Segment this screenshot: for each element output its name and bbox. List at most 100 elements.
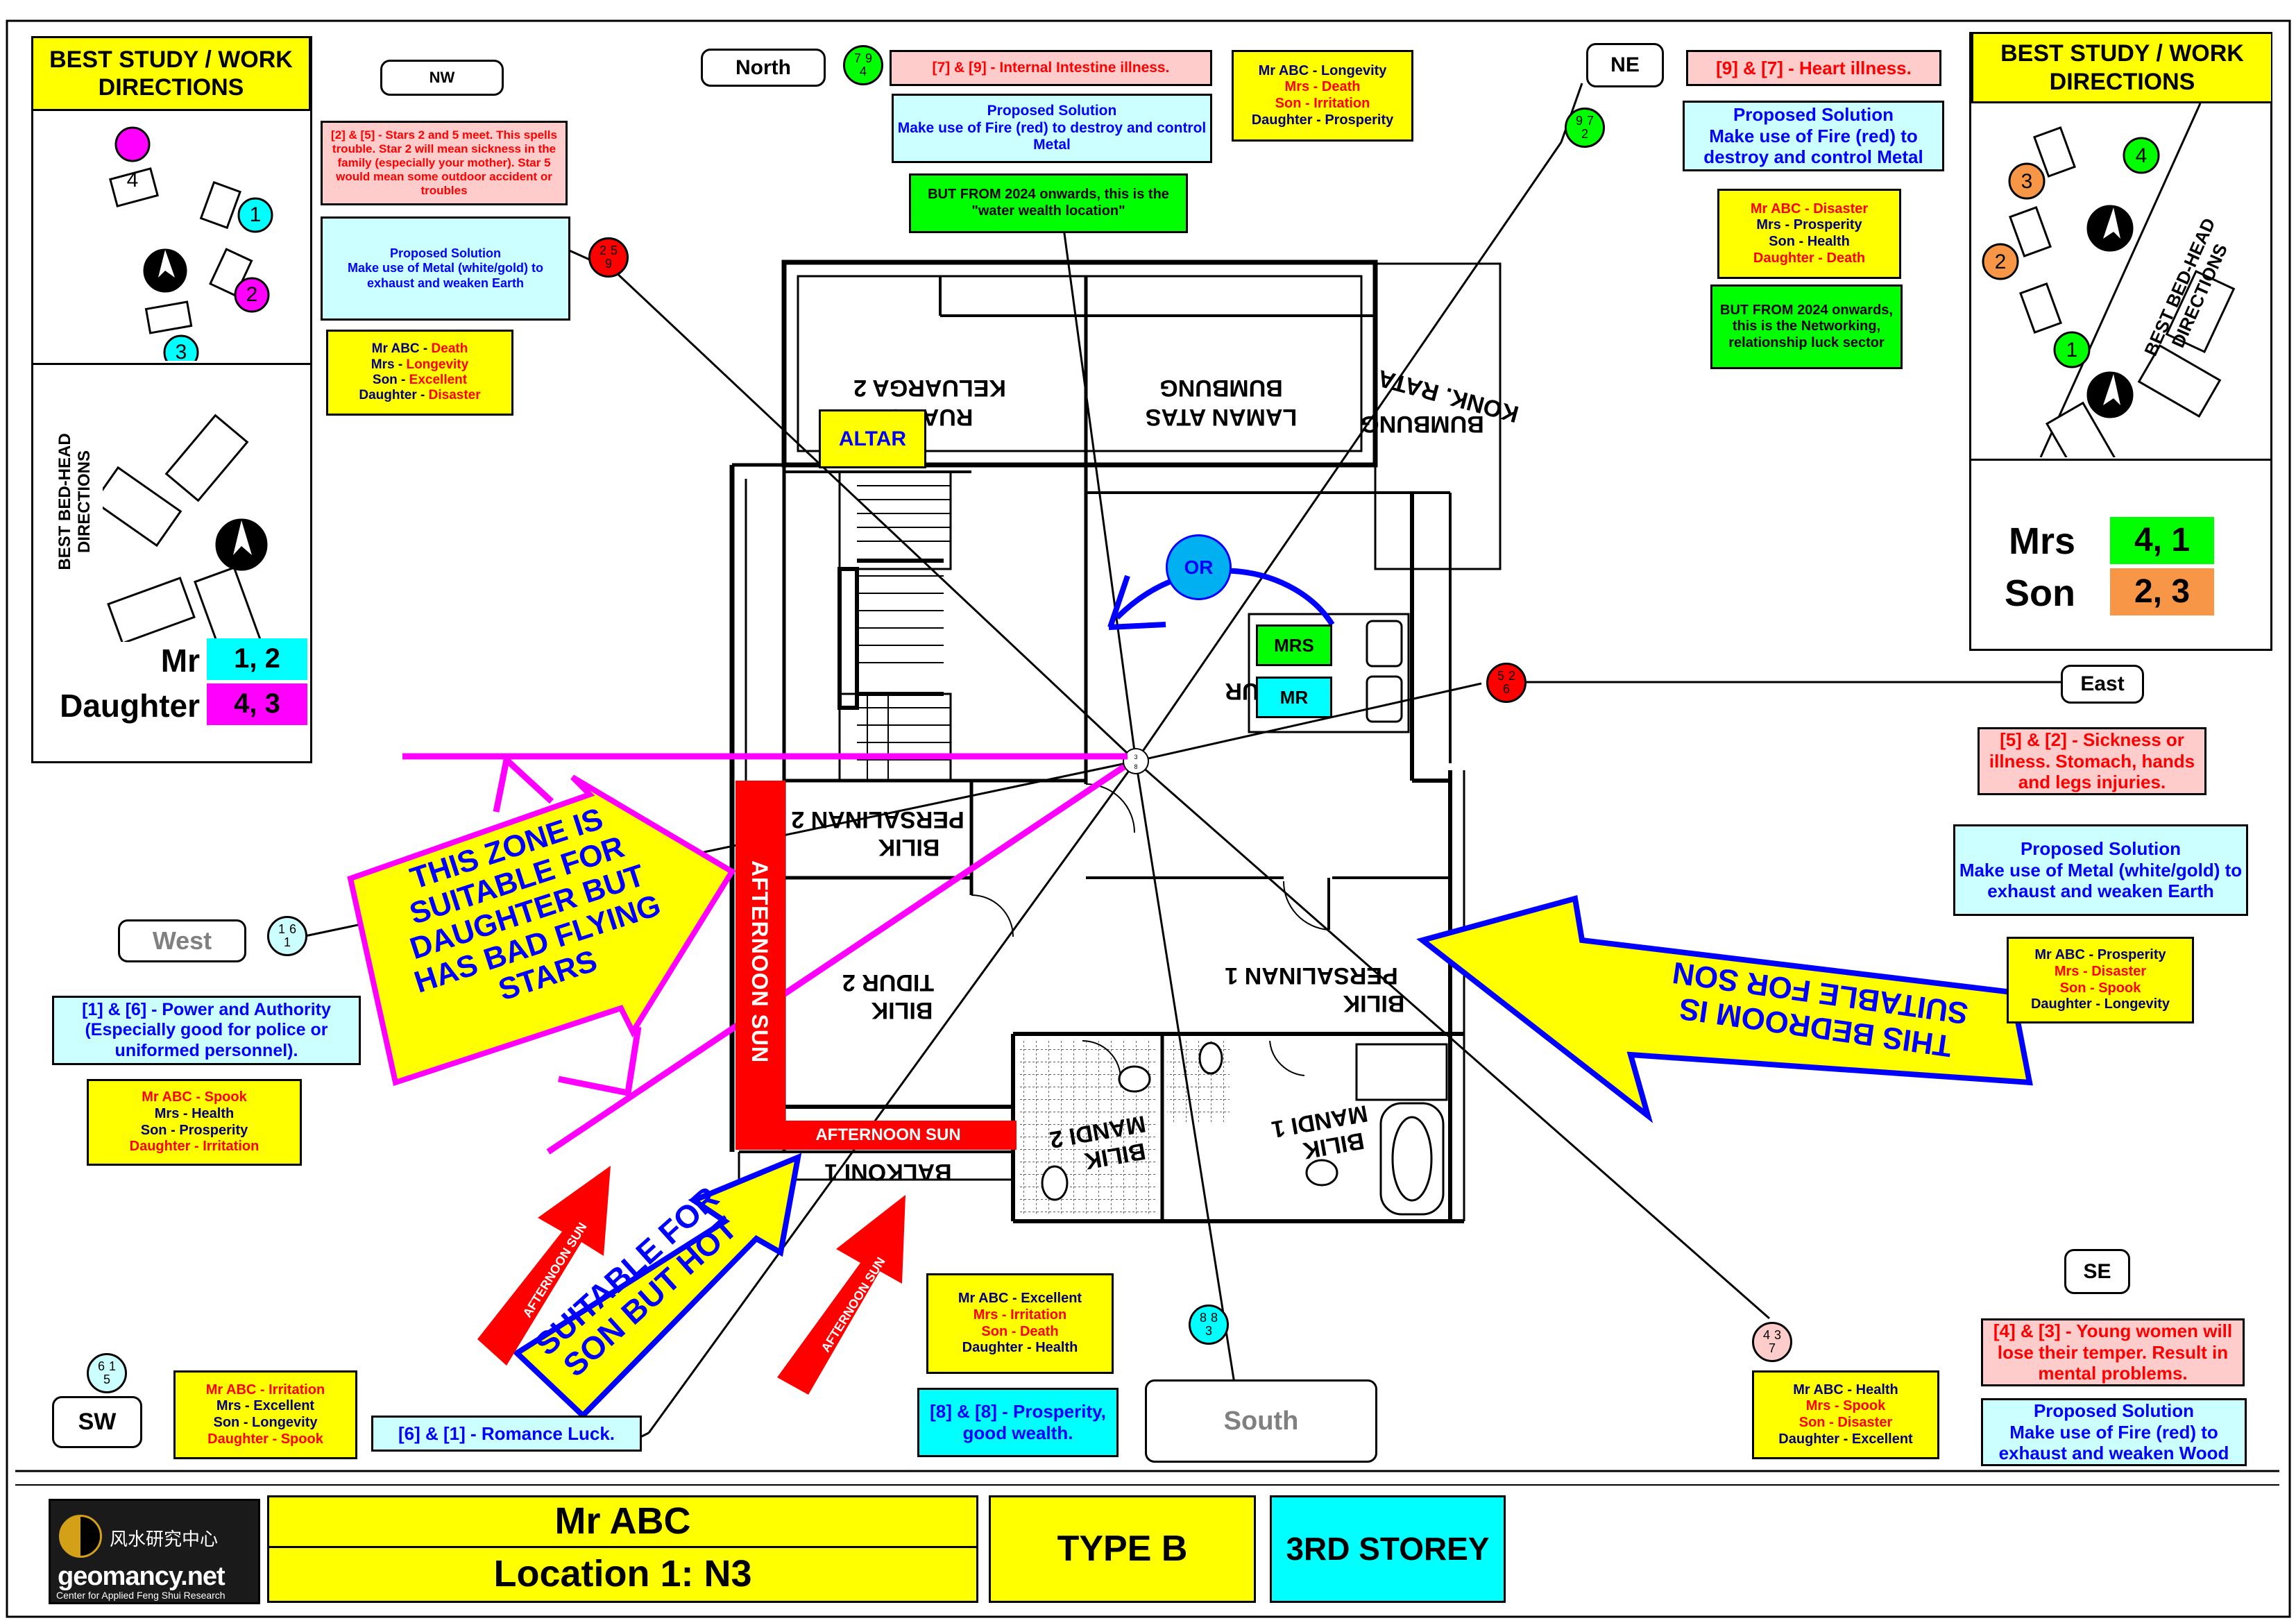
- se-f2-who: Mrs: [1805, 1398, 1831, 1414]
- red-sun-arrow-1: [477, 1166, 611, 1366]
- star-north-3: 4: [859, 65, 867, 78]
- west-f3-who: Son: [140, 1122, 167, 1138]
- nw-f4-who: Daughter: [359, 388, 417, 403]
- star-se-3: 7: [1768, 1341, 1776, 1355]
- nw-fortune: Mr ABC - Death Mrs - Longevity Son - Exc…: [326, 330, 513, 416]
- west-f2-what: Health: [192, 1105, 235, 1121]
- se-sol-body: Make use of Fire (red) to exhaust and we…: [1998, 1421, 2229, 1464]
- north-sol-body: Make use of Fire (red) to destroy and co…: [897, 119, 1207, 153]
- sw-f3-who: Son: [213, 1415, 240, 1430]
- nw-f1-who: Mr ABC: [371, 341, 420, 357]
- star-north-2: 9: [865, 51, 873, 66]
- south-f4-who: Daughter: [962, 1340, 1023, 1356]
- right-panel: BEST STUDY / WORK DIRECTIONS 3 4 2 1 BES…: [1969, 32, 2272, 651]
- east-f4-what: Longevity: [2104, 996, 2170, 1012]
- north-f1-who: Mr ABC: [1258, 62, 1309, 78]
- bathroom-fixtures: [1041, 1042, 1448, 1216]
- north-f4-what: Prosperity: [1325, 112, 1394, 128]
- ne-f4-who: Daughter: [1753, 250, 1814, 266]
- footer-location: Location 1: N3: [267, 1547, 978, 1603]
- right-study-diagram: [1982, 103, 2236, 457]
- south-f1-who: Mr ABC: [958, 1291, 1009, 1307]
- left-study-diagram: [109, 126, 273, 361]
- right-desk-num-3: 3: [2021, 170, 2033, 193]
- left-desk-num-3: 3: [175, 341, 187, 364]
- afternoon-sun-bar-h: [735, 1121, 1017, 1150]
- north-f4-who: Daughter: [1251, 112, 1313, 128]
- right-person1-name: Mrs: [2008, 520, 2075, 562]
- se-f4-who: Daughter: [1778, 1431, 1840, 1447]
- se-f2-what: Spook: [1843, 1398, 1886, 1414]
- se-issue: [4] & [3] - Young women will lose their …: [1981, 1318, 2245, 1386]
- logo: 风水研究中心 geomancy.net Center for Applied F…: [49, 1499, 260, 1604]
- left-person1-name: Mr: [160, 643, 200, 679]
- nw-f1-what: Death: [431, 341, 468, 357]
- north-f3-who: Son: [1275, 96, 1302, 111]
- dir-east: East: [2061, 665, 2144, 704]
- nw-f3-what: Excellent: [409, 373, 468, 387]
- south-f2-who: Mrs: [973, 1307, 998, 1323]
- room-konk-1: BUMBUNG: [1361, 411, 1484, 437]
- room-ruang-1: KELUARGA 2: [853, 375, 1006, 401]
- south-fortune: Mr ABC - Excellent Mrs - Irritation Son …: [926, 1273, 1114, 1374]
- east-sol-body: Make use of Metal (white/gold) to exhaus…: [1959, 859, 2243, 902]
- south-f1-what: Excellent: [1021, 1291, 1082, 1307]
- north-f2-who: Mrs: [1284, 79, 1310, 95]
- north-f1-what: Longevity: [1320, 62, 1387, 78]
- south-f4-what: Health: [1035, 1340, 1078, 1356]
- nw-f3-who: Son: [372, 373, 398, 387]
- dir-se: SE: [2064, 1249, 2130, 1294]
- nw-solution: Proposed Solution Make use of Metal (whi…: [321, 216, 570, 321]
- right-person2-name: Son: [2005, 572, 2075, 614]
- star-ne-1: 9: [1575, 114, 1583, 128]
- north-f3-what: Irritation: [1313, 96, 1370, 111]
- sw-f1-who: Mr ABC: [205, 1382, 257, 1397]
- star-nw-2: 5: [611, 244, 618, 258]
- ne-f2-what: Prosperity: [1793, 217, 1862, 233]
- north-extra: BUT FROM 2024 onwards, this is the "wate…: [909, 173, 1188, 233]
- east-f2-who: Mrs: [2054, 963, 2080, 979]
- right-person2-nums: 2, 3: [2110, 568, 2214, 615]
- ne-sol-title: Proposed Solution: [1733, 104, 1894, 125]
- star-se-2: 3: [1774, 1328, 1782, 1343]
- dir-ne: NE: [1586, 43, 1664, 87]
- ne-f1-who: Mr ABC: [1750, 201, 1801, 216]
- star-south-2: 8: [1211, 1311, 1218, 1325]
- ne-issue: [9] & [7] - Heart illness.: [1686, 50, 1941, 86]
- star-sw-3: 5: [103, 1373, 110, 1386]
- star-east-1: 5: [1497, 669, 1504, 683]
- star-ne-3: 2: [1581, 127, 1588, 141]
- west-f2-who: Mrs: [154, 1105, 180, 1121]
- ne-extra: BUT FROM 2024 onwards, this is the Netwo…: [1710, 284, 1903, 369]
- footer-name: Mr ABC: [267, 1495, 978, 1547]
- se-f4-what: Excellent: [1851, 1431, 1913, 1447]
- or-arrowhead-a: [1108, 622, 1166, 630]
- sw-f2-who: Mrs: [216, 1398, 241, 1414]
- dir-nw: NW: [380, 60, 504, 96]
- room-tidur2-1: TIDUR 2: [842, 969, 934, 996]
- se-solution: Proposed Solution Make use of Fire (red)…: [1981, 1398, 2247, 1466]
- se-fortune: Mr ABC - Health Mrs - Spook Son - Disast…: [1752, 1370, 1939, 1459]
- left-divider: [33, 363, 311, 365]
- footer-storey: 3RD STOREY: [1270, 1495, 1506, 1603]
- east-f1-what: Prosperity: [2097, 947, 2166, 963]
- star-sw-1: 6: [97, 1359, 105, 1374]
- south-f3-who: Son: [981, 1323, 1008, 1339]
- star-west-1: 1: [278, 922, 285, 937]
- afternoon-sun-v-label: AFTERNOON SUN: [747, 860, 772, 1064]
- afternoon-sun-h-label: AFTERNOON SUN: [815, 1125, 961, 1144]
- mrs-tag: MRS: [1256, 624, 1332, 666]
- east-f2-what: Disaster: [2091, 963, 2147, 979]
- left-study-title: BEST STUDY / WORK DIRECTIONS: [33, 38, 311, 111]
- sw-f1-what: Irritation: [269, 1382, 325, 1397]
- sw-f4-what: Spook: [280, 1431, 323, 1447]
- daughter-zone-arrow: [347, 774, 736, 1087]
- east-f3-what: Spook: [2098, 980, 2141, 996]
